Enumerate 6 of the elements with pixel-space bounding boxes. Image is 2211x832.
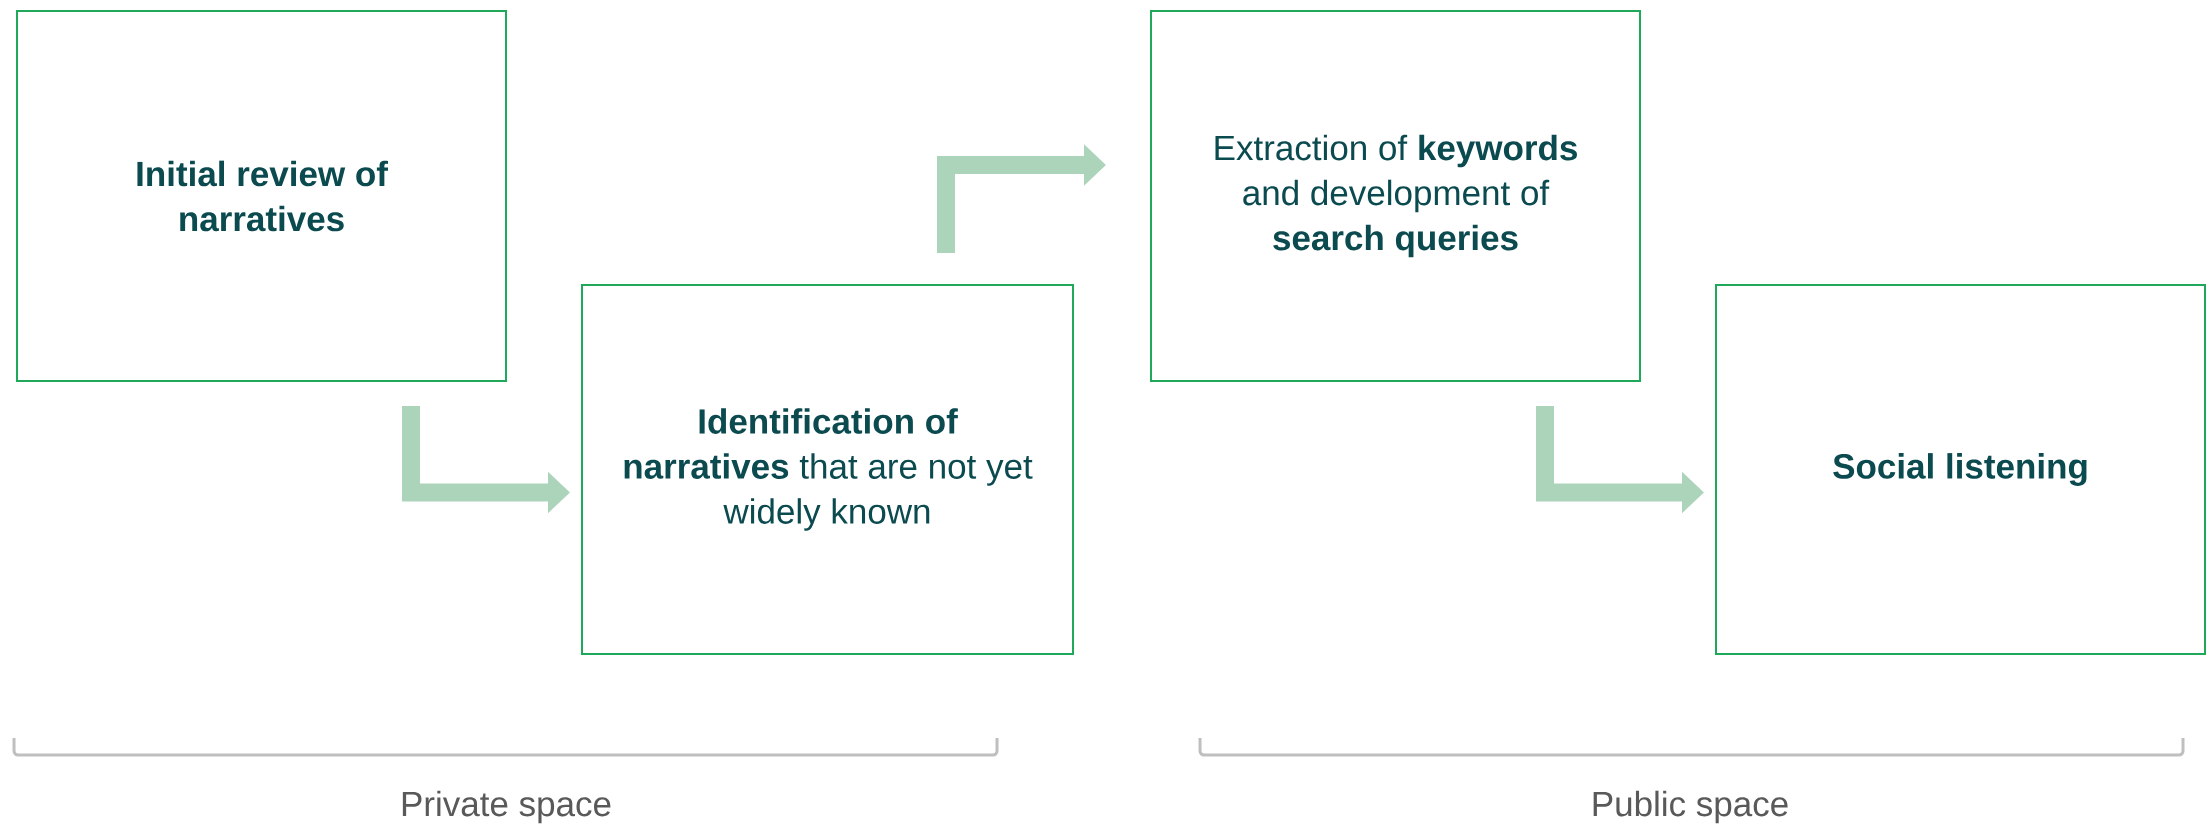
process-box: Identification of narratives that are not yet widely known [581, 284, 1074, 655]
process-box: Initial review of narratives [16, 10, 507, 382]
bracket-label: Public space [1593, 790, 1788, 824]
process-box: Extraction of keywords and development of search queries [1150, 10, 1641, 382]
bracket-label: Private space [402, 790, 611, 824]
process-box: Social listening [1715, 284, 2206, 655]
